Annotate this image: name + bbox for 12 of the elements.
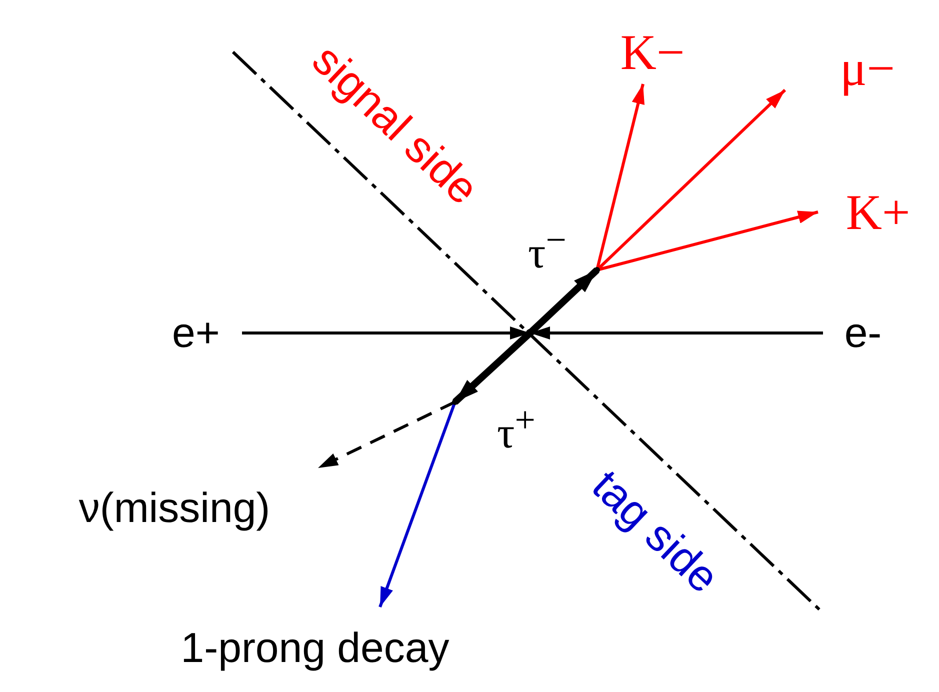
particle-label: K− [620, 27, 685, 77]
particle-label: e+ [172, 312, 220, 354]
particle-label: 1-prong decay [180, 627, 450, 669]
region-label: tag side [584, 463, 726, 601]
arrow [596, 210, 818, 272]
vertex-point [452, 399, 458, 405]
particle-label: ν(missing) [78, 487, 270, 529]
particle-label: K+ [846, 187, 910, 237]
particle-label: e- [844, 312, 882, 354]
edge-label: τ$^{+}$ [497, 402, 536, 456]
vertex-point [594, 267, 600, 273]
edge-label: τ$^{−}$ [528, 222, 566, 276]
